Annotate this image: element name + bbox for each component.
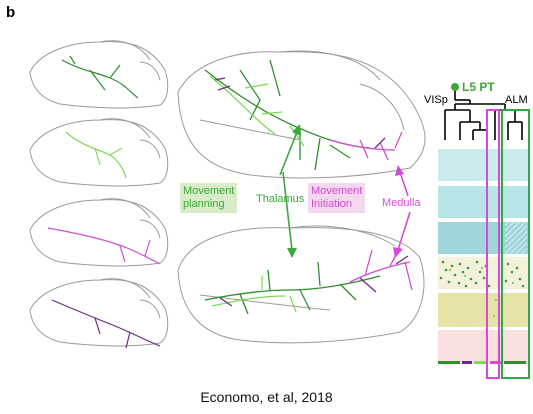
layer-bands [438,149,528,364]
layer-band-4 [438,257,528,289]
large-brain-bottom-traces [204,247,413,315]
thalamus-up-arrow [279,124,301,176]
movement-initiation-line-1: Movement [311,185,363,197]
dendrogram [444,88,523,140]
small-brains [29,40,169,347]
small-brain-2 [29,118,169,187]
large-brain-top [177,50,426,179]
movement-planning-line-2: planning [183,198,225,210]
movement-planning-label: Movement planning [180,183,238,213]
medulla-label: Medulla [382,197,421,209]
layer-band-2 [438,186,528,218]
medulla-up-arrow [395,165,409,197]
green-highlight-box [501,109,530,379]
movement-initiation-line-2: Initiation [311,198,352,210]
layer-band-1 [438,149,528,181]
magenta-highlight-box [486,109,500,379]
movement-planning-line-1: Movement [183,185,235,197]
light-dot-clusters [448,266,515,318]
large-brain-top-traces [204,59,403,171]
movement-initiation-label: Movement Initiation [308,183,366,213]
layer-band-5 [438,293,528,327]
small-brain-traces [47,55,161,349]
alm-label: ALM [505,94,528,106]
layer-band-6 [438,330,528,364]
panel-label: b [6,4,16,21]
l5pt-label: L5 PT [462,80,495,94]
bottom-bar [438,361,526,364]
visp-label: VISp [424,94,448,106]
medulla-down-arrow [393,211,411,258]
citation-caption: Economo, et al, 2018 [200,389,333,405]
small-brain-3 [29,198,169,267]
thalamus-arrow [282,171,297,258]
large-brain-bottom [177,225,425,344]
small-brain-1 [29,40,169,109]
l5pt-node [451,83,459,91]
dot-clusters [439,260,525,288]
small-brain-4 [29,278,169,347]
hatched-cell [505,222,527,254]
thalamus-label: Thalamus [256,193,305,205]
